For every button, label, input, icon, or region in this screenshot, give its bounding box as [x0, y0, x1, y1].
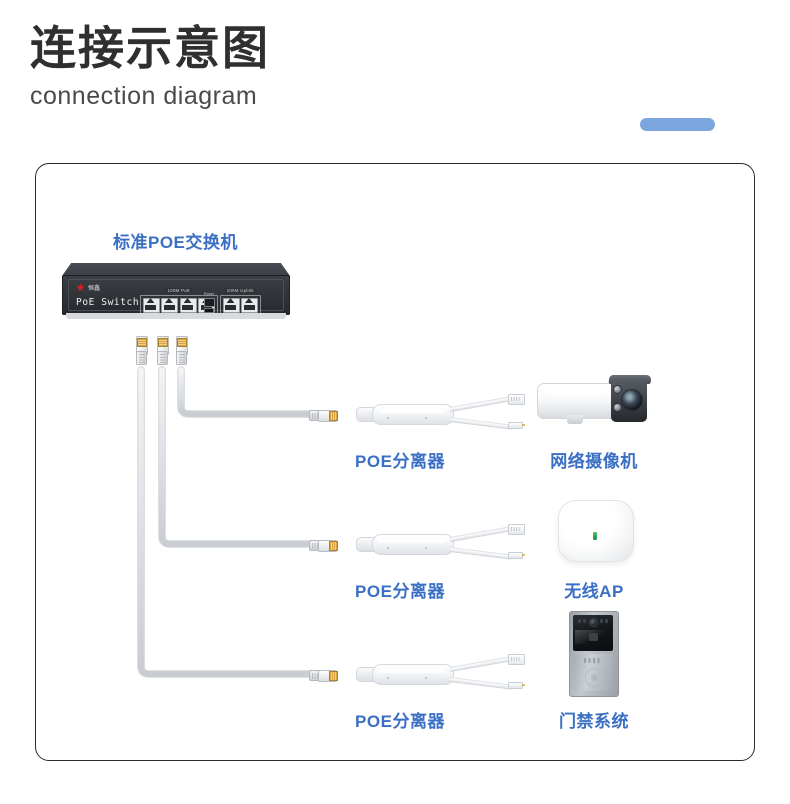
rj45-plug — [174, 336, 188, 365]
camera-barrel — [537, 383, 619, 419]
switch-top-surface — [62, 263, 290, 276]
switch-brand-text: PoE Switch — [76, 297, 140, 308]
switch-logo-text: 恒鑫 — [88, 286, 101, 292]
splitter-rj45-output — [508, 654, 525, 665]
switch-led-box — [203, 297, 215, 307]
door-ir-led — [600, 619, 603, 623]
switch-status-leds: Power — [202, 292, 216, 307]
splitter-dc-output — [508, 422, 525, 429]
wireless-ap-label: 无线AP — [564, 582, 624, 601]
wireless-ap-icon — [558, 500, 634, 564]
poe-switch-label: 标准POE交换机 — [113, 233, 238, 252]
splitter-body — [372, 534, 454, 555]
door-ir-led — [582, 619, 586, 623]
switch-front-panel: 恒鑫 PoE Switch 100M PoE 1 2 3 4 Power — [62, 275, 290, 317]
poe-port-group: 100M PoE 1 2 3 4 — [140, 288, 218, 317]
uplink-port-group: 100M Uplink 5 6 — [220, 288, 261, 317]
poe-switch-device: 恒鑫 PoE Switch 100M PoE 1 2 3 4 Power — [62, 263, 290, 321]
door-keypad — [584, 658, 602, 663]
rj45-plug — [309, 538, 344, 552]
rj45-port[interactable] — [142, 297, 160, 313]
door-sensor-module — [589, 633, 598, 641]
switch-brand-logo: 恒鑫 — [76, 283, 100, 292]
ip-camera-label: 网络摄像机 — [550, 452, 638, 471]
ap-body — [558, 500, 634, 562]
door-access-icon: ◉ — [569, 611, 619, 697]
page-title: 连接示意图 — [30, 22, 270, 74]
camera-lens — [621, 389, 643, 411]
rj45-port[interactable] — [241, 297, 258, 313]
poe-splitter-device — [350, 654, 540, 692]
rj45-plug — [309, 408, 344, 422]
poe-splitter-device — [350, 394, 540, 432]
splitter-body — [372, 404, 454, 425]
door-card-reader-icon: ◉ — [585, 668, 604, 687]
switch-base — [66, 313, 286, 319]
rj45-port[interactable] — [222, 297, 240, 313]
rj45-port[interactable] — [161, 297, 178, 313]
splitter-body — [372, 664, 454, 685]
star-icon — [76, 283, 85, 292]
poe-splitter-device — [350, 524, 540, 562]
poe-splitter-label: POE分离器 — [355, 582, 445, 601]
poe-splitter-label: POE分离器 — [355, 712, 445, 731]
camera-bracket — [567, 415, 583, 424]
door-camera-lens — [589, 618, 598, 627]
accent-pill-decoration — [640, 118, 715, 131]
page-subtitle: connection diagram — [30, 82, 258, 111]
door-ir-led — [604, 619, 608, 623]
ap-status-led — [593, 532, 597, 540]
rj45-plug — [309, 668, 344, 682]
page-header: 连接示意图 connection diagram — [30, 24, 270, 111]
splitter-dc-output — [508, 682, 525, 689]
rj45-plug — [155, 336, 169, 365]
switch-status-caption: Power — [203, 292, 215, 296]
poe-splitter-label: POE分离器 — [355, 452, 445, 471]
ip-camera-icon — [537, 373, 655, 429]
camera-ir-led — [613, 385, 622, 394]
rj45-port[interactable] — [179, 297, 197, 313]
door-ir-led — [578, 619, 581, 623]
diagram-frame — [35, 163, 755, 761]
poe-port-group-title: 100M PoE — [165, 288, 193, 293]
switch-power-led — [204, 308, 214, 313]
uplink-port-group-box — [220, 295, 261, 315]
uplink-port-group-title: 100M Uplink — [224, 288, 256, 293]
splitter-rj45-output — [508, 394, 525, 405]
rj45-plug — [134, 336, 148, 365]
splitter-rj45-output — [508, 524, 525, 535]
door-access-label: 门禁系统 — [559, 712, 629, 731]
camera-ir-led — [613, 403, 622, 412]
splitter-dc-output — [508, 552, 525, 559]
